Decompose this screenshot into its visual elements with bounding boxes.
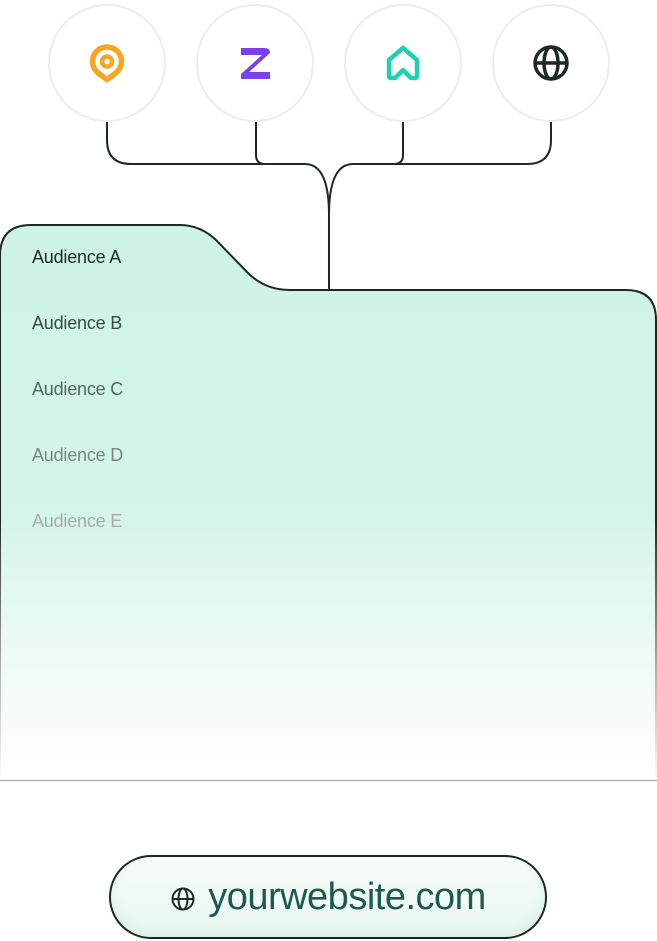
website-url: yourwebsite.com <box>208 875 486 918</box>
icon-connectors <box>106 122 552 290</box>
z-logo-icon <box>241 48 270 79</box>
website-pill[interactable]: yourwebsite.com <box>109 855 547 939</box>
globe-icon <box>170 886 196 912</box>
home-icon-circle[interactable] <box>344 4 462 122</box>
globe-icon-circle[interactable] <box>492 4 610 122</box>
audience-e-label[interactable]: Audience E <box>32 511 123 531</box>
audience-c-label[interactable]: Audience C <box>32 379 124 399</box>
location-pin-icon-circle[interactable] <box>48 4 166 122</box>
home-icon <box>386 45 420 81</box>
globe-icon <box>533 45 569 81</box>
z-logo-icon-circle[interactable] <box>196 4 314 122</box>
audience-d-label[interactable]: Audience D <box>32 445 124 465</box>
location-pin-icon <box>89 44 125 83</box>
audience-b-label[interactable]: Audience B <box>32 313 123 333</box>
audience-a-label[interactable]: Audience A <box>32 247 122 267</box>
